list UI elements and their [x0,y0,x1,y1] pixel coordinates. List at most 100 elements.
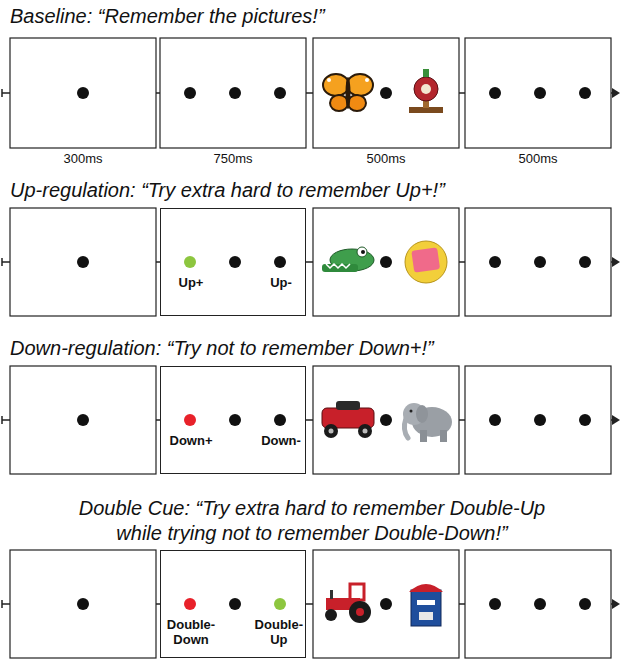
fixation-dot [229,598,241,610]
screen-frame [313,208,459,316]
fixation-dot [77,87,89,99]
picture-part [330,590,333,599]
picture-part [410,410,413,413]
picture-part [326,264,350,268]
toy-tractor-picture [325,584,371,623]
picture-part [324,424,338,438]
fixation-dot [274,414,286,426]
screen-frame [465,366,611,474]
screen-frame [313,38,459,148]
fixation-dot [77,414,89,426]
condition-title: Double Cue: “Try extra hard to remember … [62,496,562,546]
mailbox-picture [409,584,443,626]
fixation-dot [184,414,196,426]
fixation-dot [534,414,546,426]
timeline-arrowhead [612,257,620,267]
picture-part [329,429,334,434]
picture-part [349,601,371,623]
trial-row [2,38,620,148]
fixation-dot [184,598,196,610]
timeline-arrowhead [612,599,620,609]
timeline-arrowhead [612,415,620,425]
picture-part [409,584,443,592]
cue-screen: Up+ Up- [160,208,306,316]
fixation-dot [579,598,591,610]
screen-frame [10,208,156,316]
picture-part [323,74,349,96]
picture-part [414,77,438,101]
picture-part [365,78,369,82]
picture-part [346,77,351,109]
picture-part [416,405,428,423]
picture-part [423,69,429,77]
timeline-tick [1,600,3,608]
fixation-dot [534,598,546,610]
duration-label: 300ms [63,151,102,166]
picture-part [411,247,440,272]
fixation-dot [229,256,241,268]
timeline-tick [1,416,3,424]
cue-label: Double- Up [255,617,303,647]
duration-label: 500ms [366,151,405,166]
picture-part [348,95,366,111]
cue-label: Up- [270,275,292,290]
fixation-dot [184,87,196,99]
toy-car-picture [322,401,374,438]
fixation-dot [380,256,392,268]
fixation-dot [229,414,241,426]
toy-ball-picture [405,241,447,283]
screen-frame [160,366,306,474]
timeline-tick [1,89,3,97]
picture-part [327,78,331,82]
fixation-dot [579,414,591,426]
picture-part [419,612,433,620]
picture-part [330,95,348,111]
condition-title: Down-regulation: “Try not to remember Do… [10,336,434,360]
picture-part [336,401,360,410]
picture-part [411,590,441,626]
fixation-dot [229,87,241,99]
cue-screen: Down+Down- [160,366,306,474]
fixation-dot [489,256,501,268]
picture-part [404,418,408,438]
duration-label: 750ms [213,151,252,166]
fixation-dot [77,256,89,268]
condition-title: Baseline: “Remember the pictures!” [10,4,325,28]
fixation-dot [184,256,196,268]
picture-part [322,264,358,272]
fixation-dot [380,598,392,610]
cue-screen: Double- DownDouble- Up [160,550,306,658]
screen-frame [313,366,459,474]
screen-frame [465,38,611,148]
screen-frame [10,550,156,658]
trophy-picture [409,69,443,113]
picture-part [357,247,367,257]
timeline-tick [1,258,3,266]
fixation-dot [534,87,546,99]
fixation-dot [77,598,89,610]
fixation-dot [579,87,591,99]
trial-row [2,550,620,658]
picture-part [358,424,372,438]
picture-part [405,241,447,283]
fixation-dot [274,87,286,99]
condition-title: Up-regulation: “Try extra hard to rememb… [10,178,445,202]
picture-part [347,74,373,96]
picture-part [325,609,337,621]
fixation-dot [274,256,286,268]
crocodile-picture [322,247,374,272]
elephant-picture [403,403,452,442]
picture-part [417,600,435,605]
picture-part [363,429,368,434]
picture-part [421,84,431,94]
duration-label: 500ms [518,151,557,166]
picture-part [440,430,447,442]
timeline-arrowhead [612,88,620,98]
fixation-dot [380,87,392,99]
screen-frame [160,38,306,148]
cue-label: Up+ [179,275,204,290]
trial-row [2,366,620,474]
picture-part [356,608,364,616]
cue-label: Down- [261,433,301,448]
